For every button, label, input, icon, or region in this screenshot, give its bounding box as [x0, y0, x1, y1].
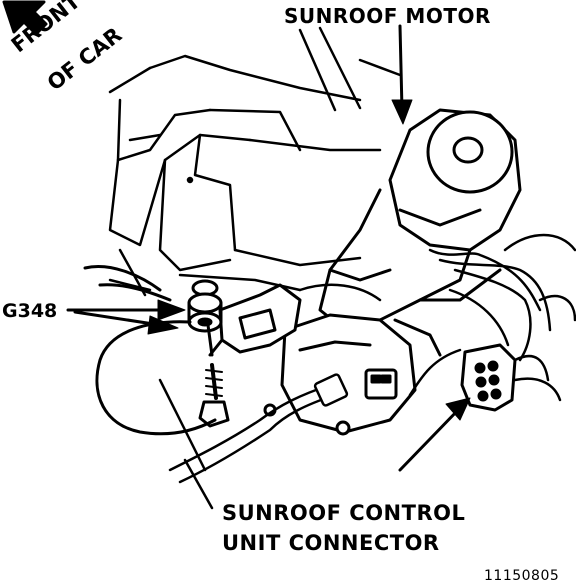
sunroof-motor-label: SUNROOF MOTOR	[284, 4, 491, 28]
ground-stud-g348	[187, 279, 230, 428]
ground-wire	[83, 265, 217, 436]
sunroof-motor	[318, 108, 522, 332]
control-unit-connector-label-line2: UNIT CONNECTOR	[222, 531, 440, 555]
wire-harness	[168, 233, 576, 484]
control-unit-connector-label-line1: SUNROOF CONTROL	[222, 501, 466, 525]
figure-code: 11150805	[484, 568, 560, 584]
harness-connector	[460, 343, 517, 412]
front-arrow	[2, 0, 48, 36]
callout-arrows	[66, 24, 471, 510]
ground-g348-label: G348	[2, 300, 58, 322]
